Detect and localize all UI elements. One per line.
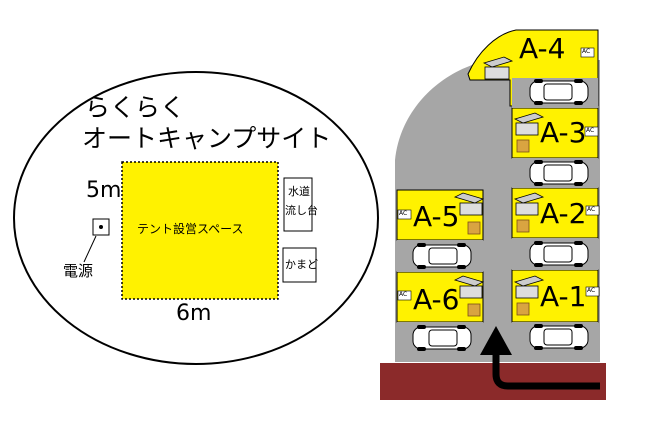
tent-space-label: テント設営スペース [137,222,244,236]
ac-label: AC [586,127,595,134]
firewood-icon [516,219,530,233]
entry-arrow-path [492,352,600,390]
site-label-a2: A-2 [540,197,587,230]
shelter-icon [482,56,514,80]
car-icon [529,160,589,186]
car-icon [529,79,589,105]
ac-label: AC [582,48,591,55]
site-label-a1: A-1 [540,280,587,313]
width-label: 6m [176,301,212,326]
car-icon [529,324,589,350]
entry-arrow-head [480,326,512,355]
ac-box [585,286,600,297]
power-leader-line [83,235,97,263]
ac-label: AC [399,210,408,217]
ac-box [397,209,412,220]
sink-label-line1: 水道 [288,185,310,198]
firewood-icon [467,221,481,235]
firewood-icon [467,303,481,317]
shelter-icon [453,192,485,216]
site-label-a3: A-3 [540,116,587,149]
ac-label: AC [587,206,596,213]
sink-label-line2: 流し台 [285,204,318,217]
stove-box [282,247,317,283]
stove-label: かまど [285,258,318,271]
ac-box [585,205,600,216]
site-label-a6: A-6 [413,283,460,316]
shelter-icon [513,192,545,216]
firewood-icon [516,139,530,153]
shelter-icon [513,275,545,299]
car-icon [529,241,589,267]
ac-box [584,126,599,137]
power-label: 電源 [63,262,94,280]
ac-box [397,290,412,301]
sink-box [283,177,313,232]
ac-label: AC [587,287,596,294]
title-line-2: オートキャンプサイト [82,124,332,153]
firewood-icon [516,302,530,316]
site-label-a5: A-5 [413,200,460,233]
site-label-a4: A-4 [519,32,566,65]
ac-box [580,47,595,58]
ac-label: AC [399,291,408,298]
title-line-1: らくらく [85,93,186,122]
tent-space-area [121,161,279,300]
car-icon [412,243,472,269]
shelter-icon [453,275,485,299]
power-outlet-icon [99,225,103,229]
shelter-icon [513,112,545,136]
depth-label: 5m [86,178,122,203]
car-icon [412,325,472,351]
